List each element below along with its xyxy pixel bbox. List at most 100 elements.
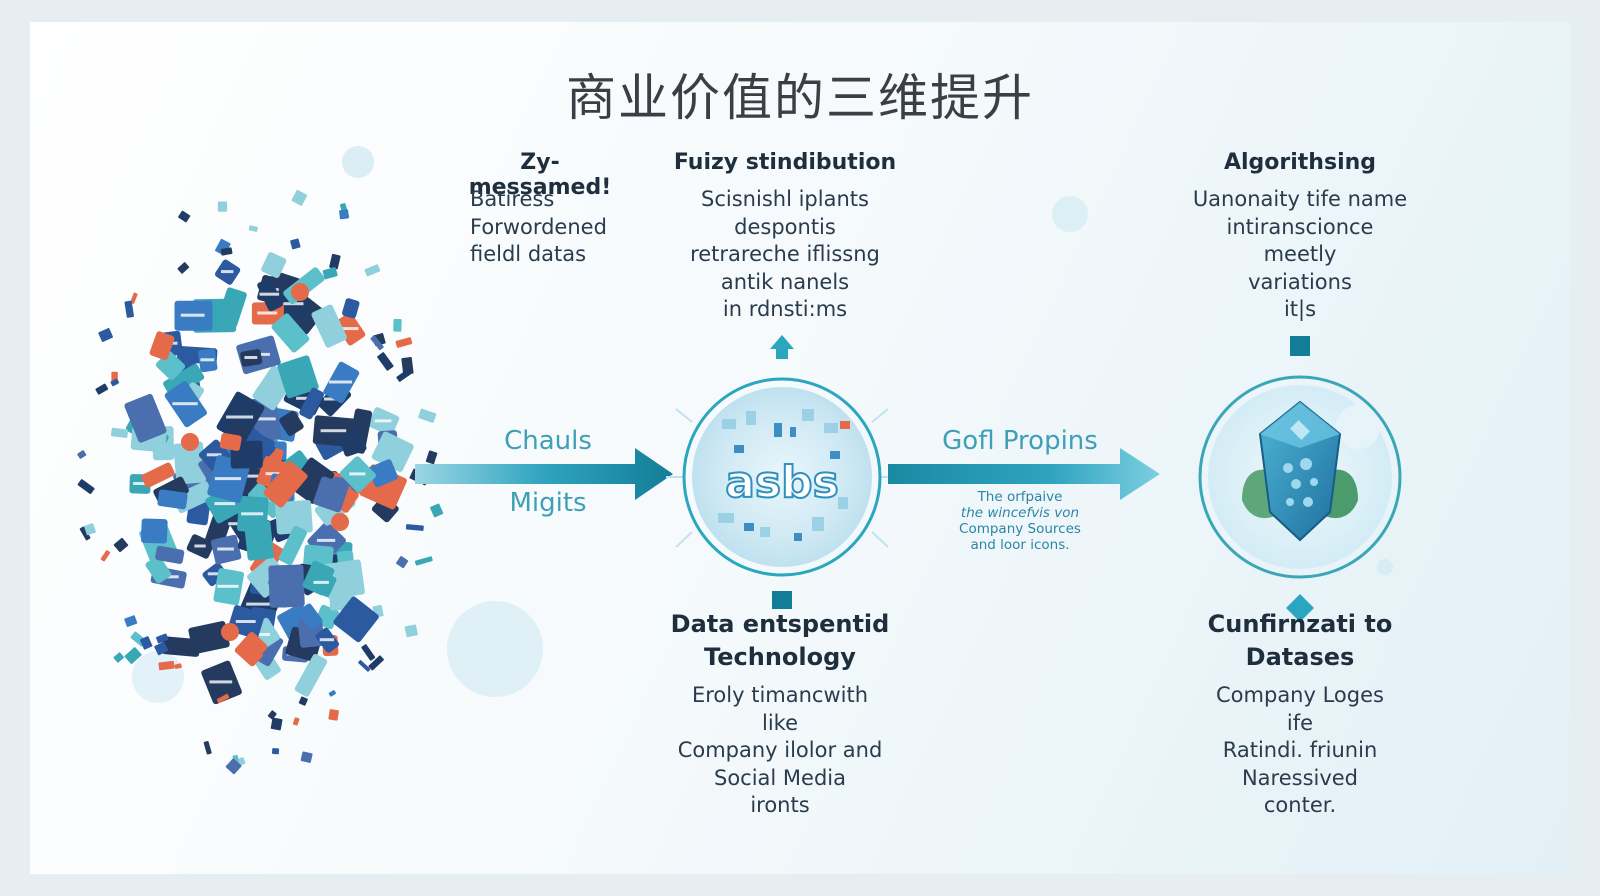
data-fragment-shape [291,189,308,206]
data-fragment-shape [203,512,232,550]
data-fragment-shape [339,209,349,220]
data-fragment-shape [328,690,336,697]
data-fragment-shape [157,489,188,510]
data-fragment-shape [298,696,308,706]
data-fragment-shape [113,537,129,553]
data-fragment-line [200,358,215,362]
globe-text: asbs [725,457,839,508]
data-fragment-shape [338,428,367,457]
data-fragment-shape [404,624,418,638]
data-fragment-shape [393,318,402,332]
col2-bottom-line: Company ilolor and [677,738,883,762]
data-fragment-line [296,396,310,400]
data-fragment-shape [368,655,384,671]
data-fragment-shape [405,524,424,531]
col2-bottom-line: Social Media [713,765,846,790]
col3-bottom-body: Company Loges ife Ratindi. friunin Nares… [1170,682,1430,820]
col3-bottom-heading-line: Cunfirnzati to [1207,610,1393,638]
data-fragment-shape [290,238,301,250]
data-fragment-shape [261,252,287,278]
data-fragment-line [248,417,276,421]
col2-top-line: antik nanels [720,269,850,294]
data-fragment-shape [358,660,371,672]
data-fragment-line [316,538,336,542]
data-fragment-shape [220,247,233,256]
data-fragment-line [214,477,241,481]
data-fragment-shape [300,751,313,763]
data-fragment-shape [414,556,433,566]
arrow2-note: The orfpaive the wincefvis von Company S… [930,489,1110,553]
data-fragment-shape [322,267,338,280]
data-fragment-shape [234,638,263,667]
data-fragment-shape [275,499,313,535]
data-fragment-shape [140,518,168,544]
col2-top-body: Scisnishl iplants despontis retrareche i… [660,186,910,324]
data-fragment-shape [299,387,325,420]
data-fragment-shape [418,408,437,423]
data-fragment-shape [110,427,129,439]
data-fragment-shape [158,660,175,671]
data-fragment-shape [203,740,212,755]
data-fragment-shape [216,693,230,704]
data-fragment-shape [298,603,323,630]
data-fragment-shape [124,300,134,318]
data-fragment-shape [279,410,304,436]
data-fragment-shape [77,450,87,459]
col3-bottom-heading-line: Datases [1245,643,1355,671]
col3-bottom-line: conter. [1263,793,1337,817]
data-fragment-line [214,502,236,506]
data-fragment-shape [270,717,283,731]
data-fragment-line [207,572,222,576]
col3-bottom-line: ife [1286,710,1314,735]
data-fragment-line [209,680,233,684]
data-fragment-shape [430,503,444,518]
col3-top-line: it|s [1283,297,1317,321]
data-fragment-line [194,544,206,548]
data-fragment-shape [177,262,190,274]
data-fragment-line [246,602,273,606]
data-fragment-line [221,270,234,274]
data-fragment-line [320,429,347,433]
data-fragment-shape [329,253,341,270]
data-fragment-shape [145,555,172,584]
data-fragment-shape [313,476,349,513]
col3-bottom-line: Company Loges [1216,683,1384,707]
col1-body: Batiress Forwordened fieldl datas [470,186,607,269]
arrow2-note-line: the wincefvis von [960,505,1080,521]
data-fragment-shape [263,461,308,508]
col3-top-line: meetly [1263,242,1337,266]
data-fragment-shape [268,564,305,608]
col2-bottom-heading-line: Technology [704,643,856,671]
data-fragment-line [244,356,258,359]
scattered-data-icons-cluster [77,189,444,775]
data-fragment-line [253,633,270,636]
data-fragment-shape [328,709,339,721]
data-fragment-line [319,638,334,642]
data-fragment-shape [237,757,246,766]
flow-arrow-1 [415,448,673,500]
data-fragment-shape [396,368,412,382]
arrow2-note-line: Company Sources [959,521,1081,537]
col1-line: Forwordened [470,214,607,239]
col3-top-body: Uanonaity tife name intiranscionce meetl… [1170,186,1430,324]
col3-bottom-heading: Cunfirnzati to Datases [1170,608,1430,674]
arrow1-label-top: Chauls [504,426,592,456]
slide: 商业价值的三维提升 Zy-messamed! Batiress Forworde… [30,22,1570,874]
data-fragment-shape [396,556,409,569]
arrow2-note-line: The orfpaive [977,489,1063,505]
col2-bottom-line: like [761,710,798,735]
data-fragment-shape [333,596,379,643]
data-fragment-shape [401,357,414,375]
data-fragment-line [217,584,239,588]
data-fragment-dot [221,623,239,641]
col2-bottom-line: ironts [750,793,810,817]
decor-circles [132,146,1393,703]
data-fragment-line [241,512,264,516]
crystal-gem-icon [1198,336,1402,622]
data-fragment-shape [124,393,167,443]
data-fragment-shape [377,352,394,371]
data-fragment-shape [178,210,191,223]
data-fragment-shape [155,545,185,564]
data-fragment-shape [219,432,242,451]
data-fragment-line [180,313,205,317]
